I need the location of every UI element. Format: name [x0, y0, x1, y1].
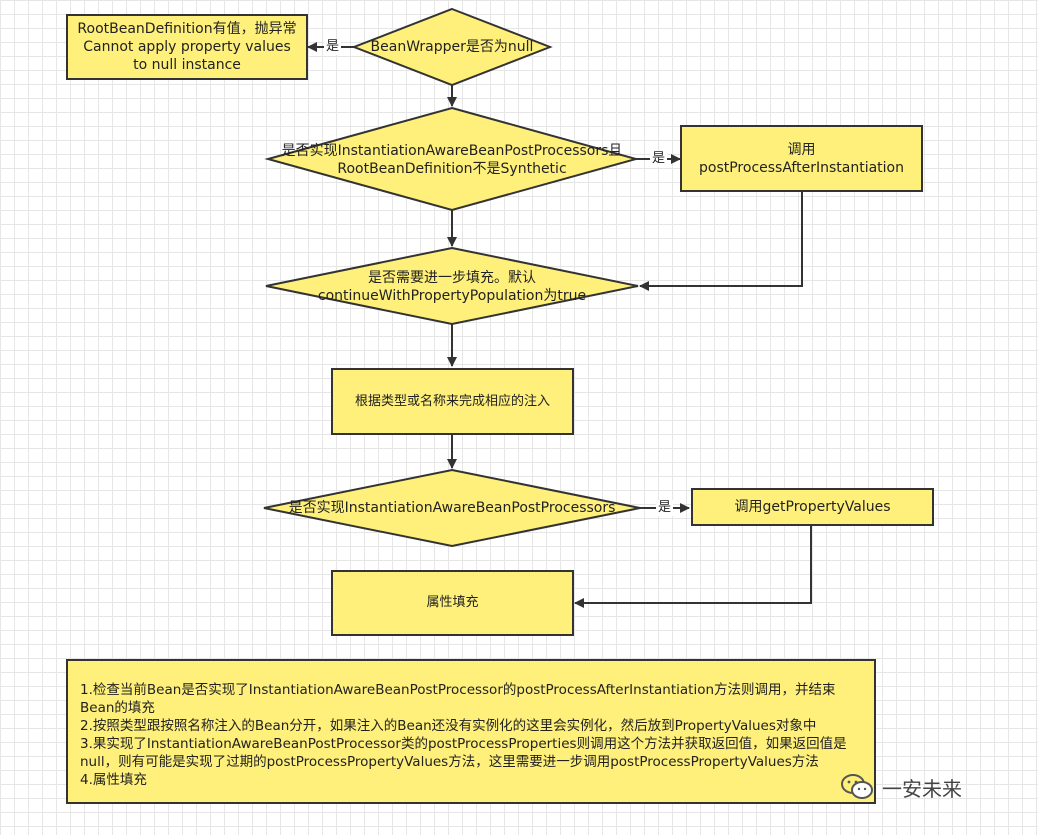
d4-text: 是否实现InstantiationAwareBeanPostProcessors [264, 498, 640, 518]
note-line-2: 2.按照类型跟按照名称注入的Bean分开，如果注入的Bean还没有实例化的这里会… [80, 718, 817, 734]
error-line-1: RootBeanDefinition有值，抛异常 [77, 21, 297, 37]
populate-label: 属性填充 [426, 595, 479, 610]
edge-label-yes-1: 是 [324, 39, 342, 55]
call-get-property-values-box: 调用getPropertyValues [691, 488, 934, 526]
d2-line-1: 是否实现InstantiationAwareBeanPostProcessors… [281, 143, 623, 159]
call-after-line-1: 调用 [787, 141, 816, 158]
error-line-3: to null instance [133, 57, 241, 73]
edge-call-after-to-d3 [639, 192, 803, 291]
watermark: 一安未来 [840, 772, 962, 802]
call-post-process-after-instantiation-box: 调用 postProcessAfterInstantiation [680, 125, 923, 192]
inject-by-type-or-name-box: 根据类型或名称来完成相应的注入 [331, 368, 574, 435]
error-box: RootBeanDefinition有值，抛异常 Cannot apply pr… [66, 14, 308, 80]
summary-note: 1.检查当前Bean是否实现了InstantiationAwareBeanPos… [66, 659, 876, 804]
watermark-text: 一安未来 [882, 776, 962, 801]
wechat-icon [841, 774, 873, 799]
d4-label: 是否实现InstantiationAwareBeanPostProcessors [288, 500, 616, 516]
decision-diamond-implements-processors [263, 468, 641, 548]
d3-text: 是否需要进一步填充。默认 continueWithPropertyPopulat… [280, 268, 624, 306]
note-line-4: 4.属性填充 [80, 772, 147, 788]
edge-label-yes-3: 是 [656, 500, 674, 516]
d3-line-1: 是否需要进一步填充。默认 [368, 270, 536, 286]
call-after-line-2: postProcessAfterInstantiation [699, 159, 904, 176]
getprop-label: 调用getPropertyValues [734, 499, 891, 515]
d1-text: BeanWrapper是否为null [354, 37, 550, 57]
note-line-3: 3.果实现了InstantiationAwareBeanPostProcesso… [80, 736, 847, 770]
edge-label-yes-2: 是 [650, 151, 668, 167]
d3-line-2: continueWithPropertyPopulation为true [317, 288, 587, 304]
note-line-1: 1.检查当前Bean是否实现了InstantiationAwareBeanPos… [80, 682, 836, 716]
edge-getprop-to-populate [574, 526, 812, 608]
inject-label: 根据类型或名称来完成相应的注入 [354, 393, 550, 409]
d2-line-2: RootBeanDefinition不是Synthetic [337, 161, 567, 177]
error-line-2: Cannot apply property values [83, 39, 291, 55]
d1-label: BeanWrapper是否为null [370, 39, 534, 55]
property-populate-box: 属性填充 [331, 570, 574, 636]
d2-text: 是否实现InstantiationAwareBeanPostProcessors… [262, 141, 642, 179]
